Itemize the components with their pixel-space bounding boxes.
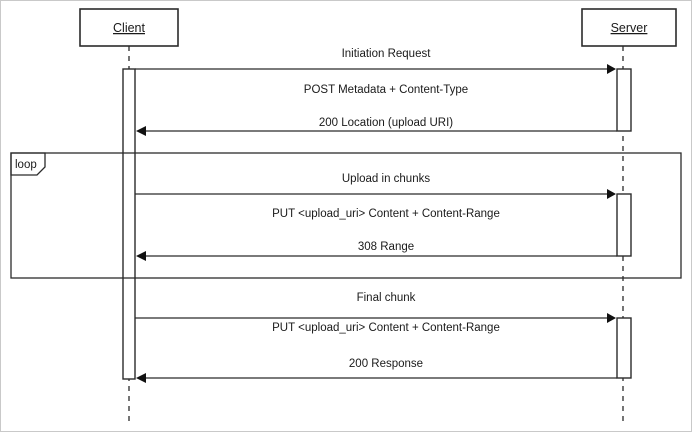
section-title-final-chunk: Final chunk <box>357 292 416 304</box>
loop-fragment-label: loop <box>15 159 37 171</box>
activation-bar-server-final <box>616 317 632 379</box>
message-label-put-chunk: PUT <upload_uri> Content + Content-Range <box>272 208 500 220</box>
participant-server[interactable]: Server <box>581 8 677 47</box>
activation-bar-client <box>122 68 136 380</box>
message-label-200-location: 200 Location (upload URI) <box>319 117 453 129</box>
arrowhead-right-put-chunk <box>607 189 616 199</box>
participant-label-client: Client <box>113 21 145 35</box>
arrowhead-left-200-location <box>136 126 146 136</box>
section-title-initiation: Initiation Request <box>342 48 432 60</box>
arrowhead-left-308-range <box>136 251 146 261</box>
activation-bar-server-initiation <box>616 68 632 132</box>
message-label-308-range: 308 Range <box>358 241 414 253</box>
message-label-post-metadata: POST Metadata + Content-Type <box>304 84 468 96</box>
participant-box-client <box>79 8 179 47</box>
participant-label-server: Server <box>611 21 648 35</box>
message-label-200-response: 200 Response <box>349 358 423 370</box>
section-title-upload-chunks: Upload in chunks <box>342 173 430 185</box>
arrowhead-right-put-final <box>607 313 616 323</box>
participant-client[interactable]: Client <box>79 8 179 47</box>
loop-fragment: loop <box>10 152 682 279</box>
activation-bar-server-chunk <box>616 193 632 257</box>
loop-fragment-box <box>10 152 682 279</box>
arrowhead-right-post-metadata <box>607 64 616 74</box>
participant-box-server <box>581 8 677 47</box>
message-label-put-final: PUT <upload_uri> Content + Content-Range <box>272 322 500 334</box>
arrowhead-left-200-response <box>136 373 146 383</box>
loop-fragment-tab <box>10 152 46 176</box>
